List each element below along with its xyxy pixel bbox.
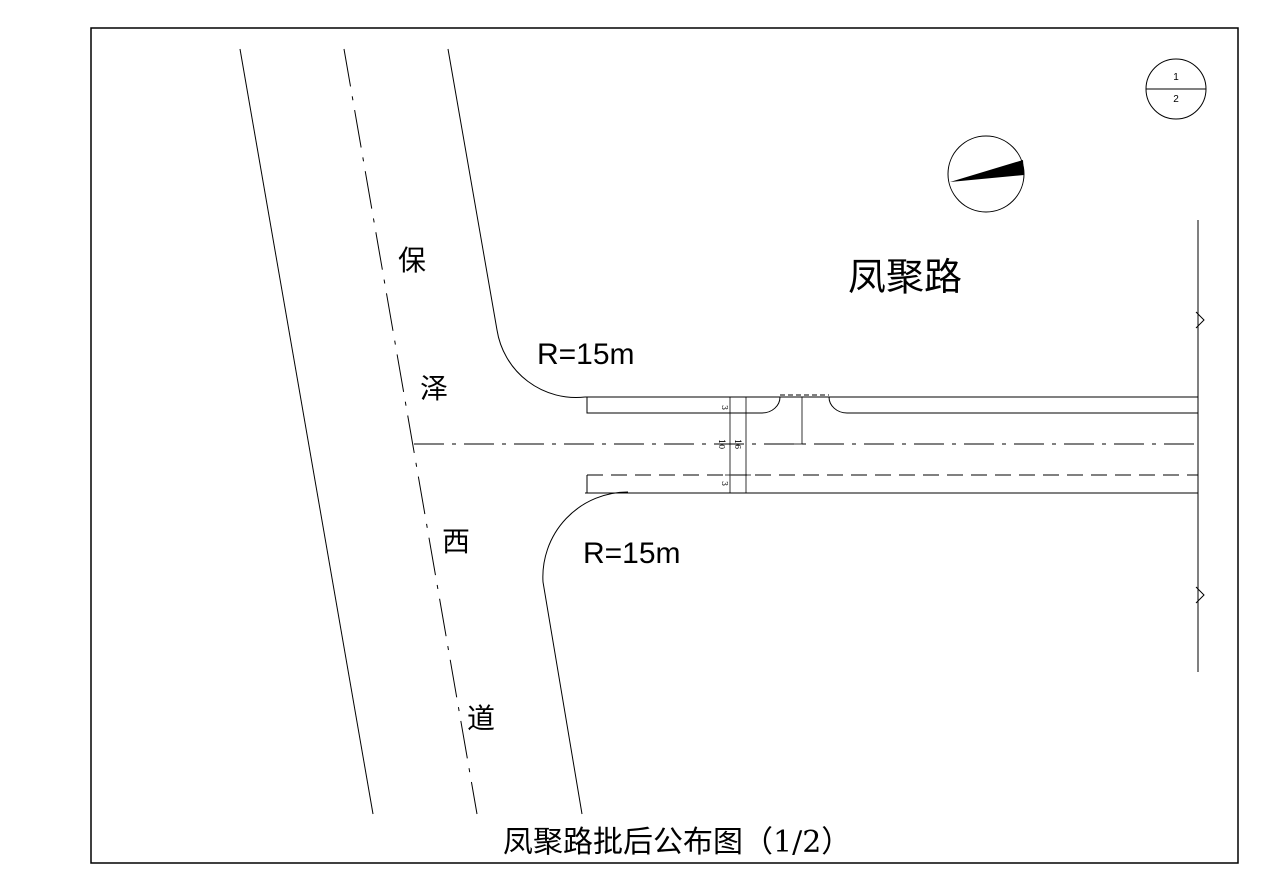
main-road	[239, 48, 629, 815]
drawing-caption: 凤聚路批后公布图（1/2）	[503, 825, 851, 860]
upper-island-east	[828, 396, 1198, 414]
dimension-lines	[725, 397, 803, 493]
north-arrow-icon	[947, 135, 1025, 213]
main-road-east-edge-north	[447, 48, 586, 398]
dimension-center-width: 10	[717, 439, 726, 449]
main-road-label-char-4: 道	[467, 702, 495, 735]
break-mark-lower	[1195, 586, 1205, 604]
dimension-total-width: 16	[733, 439, 742, 449]
sheet-index-total: 2	[1173, 94, 1179, 105]
branch-road-label: 凤聚路	[848, 257, 962, 299]
dimension-bottom-lane: 3	[720, 481, 729, 486]
main-road-west-edge	[239, 48, 374, 815]
lower-island	[586, 475, 628, 494]
main-road-label-char-3: 西	[442, 525, 470, 558]
upper-island	[586, 396, 781, 414]
branch-road	[414, 220, 1205, 672]
lower-curve-radius: R=15m	[583, 537, 681, 570]
sheet-index-symbol: 1 2	[1145, 58, 1207, 120]
sheet-border	[90, 27, 1239, 864]
sheet-index-number: 1	[1173, 72, 1179, 83]
dimension-top-lane: 3	[720, 405, 729, 410]
main-road-east-edge-south	[542, 491, 629, 815]
main-road-label-char-1: 保	[398, 244, 426, 277]
main-road-label-char-2: 泽	[420, 372, 448, 405]
upper-curve-radius: R=15m	[537, 338, 635, 371]
main-road-centerline	[343, 48, 478, 815]
break-mark-upper	[1195, 311, 1205, 329]
